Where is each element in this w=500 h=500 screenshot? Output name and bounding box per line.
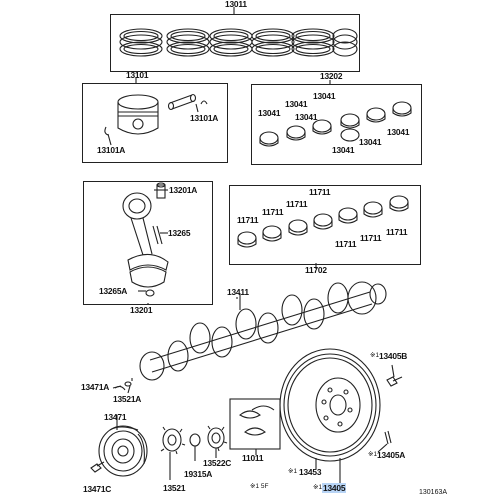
gear-washer-drawing [189,433,201,447]
part-label-13405b: 13405B [379,351,408,361]
part-label-13041-mid: 13041 [295,112,318,122]
piston-ring-set-frame [110,14,360,72]
main-bearings-drawing [237,195,409,248]
piston-ring-stack-5 [291,28,335,57]
part-label-11711-top: 11711 [309,187,331,197]
connecting-rod-bolt-drawing [152,225,163,245]
part-label-13411: 13411 [227,287,249,297]
part-label-13041-bottom: 13041 [332,145,355,155]
part-label-11711-lower-right: 11711 [360,233,382,243]
dowel-pin-drawing [384,430,392,445]
part-label-13522c: 13522C [203,458,232,468]
crankshaft-pulley-drawing [98,425,148,477]
piston-ring-stack-2 [166,28,210,57]
snap-ring-left [104,126,109,136]
part-label-13101: 13101 [126,70,149,80]
part-label-13202: 13202 [320,71,343,81]
diagram-code: 130163A [419,489,448,496]
part-label-11711-mid-left: 11711 [262,207,284,217]
snap-ring-right [200,100,208,105]
crank-pin-bearings-drawing [259,101,412,147]
note-mark-13405: ※1 [313,484,323,491]
part-label-11711-right: 11711 [386,227,408,237]
part-label-13041-right: 13041 [387,127,410,137]
part-label-13101a-left: 13101A [97,145,126,155]
piston-ring-stack-4 [251,28,295,57]
woodruff-key-drawing [114,381,132,391]
piston-ring-stack-3 [209,28,253,57]
note-mark-13405a: ※1 [368,451,378,458]
part-label-11711-upper-left: 11711 [286,199,308,209]
piston-assembly-frame [82,83,228,163]
part-label-11711-left: 11711 [237,215,259,225]
part-label-13471c: 13471C [83,484,112,494]
part-label-13405: 13405 [322,483,347,493]
part-label-13201: 13201 [130,305,153,315]
part-label-13405a: 13405A [377,450,406,460]
part-label-13041-upper: 13041 [285,99,308,109]
part-label-13011: 13011 [225,0,247,9]
part-label-11702: 11702 [305,265,327,275]
pulley-bolt-drawing [90,461,105,473]
part-label-13405-highlight: 13405 [322,483,347,493]
note-mark-13405b: ※1 [370,352,380,359]
connecting-rod-bushing-drawing [156,182,166,199]
piston-ring-stack-6 [332,28,358,57]
part-label-11711-bottom: 11711 [335,239,357,249]
oil-pump-drive-gear-drawing [207,425,228,452]
crankshaft-drawing [139,281,387,381]
part-label-13041-left: 13041 [258,108,281,118]
connecting-rod-drawing [122,192,169,288]
timing-gear-drawing [160,426,186,455]
part-label-13041-top: 13041 [313,91,336,101]
part-label-13265: 13265 [168,228,191,238]
piston-ring-stack-1 [119,28,163,57]
piston-drawing [117,94,159,135]
flywheel-bolt-drawing [386,376,403,387]
crank-pin-bearing-frame [251,84,422,165]
part-label-11011: 11011 [242,453,264,463]
connecting-rod-nut-drawing [145,289,155,297]
part-label-13471a: 13471A [81,382,110,392]
main-bearing-frame [229,185,421,265]
piston-pin-drawing [167,93,197,111]
part-label-13471: 13471 [104,412,127,422]
part-label-19315a: 19315A [184,469,213,479]
part-label-13101a-right: 13101A [190,113,219,123]
note-mark-5f: ※1 5F [250,483,269,490]
part-label-13521a: 13521A [113,394,142,404]
part-label-13201a: 13201A [169,185,198,195]
note-mark-13453: ※1 [288,468,298,475]
flywheel-drawing [279,348,381,462]
part-label-13453: 13453 [299,467,322,477]
part-label-13041-lower-right: 13041 [359,137,382,147]
part-label-13521: 13521 [163,483,186,493]
thrust-washer-drawing [229,398,281,450]
part-label-13265a: 13265A [99,286,128,296]
